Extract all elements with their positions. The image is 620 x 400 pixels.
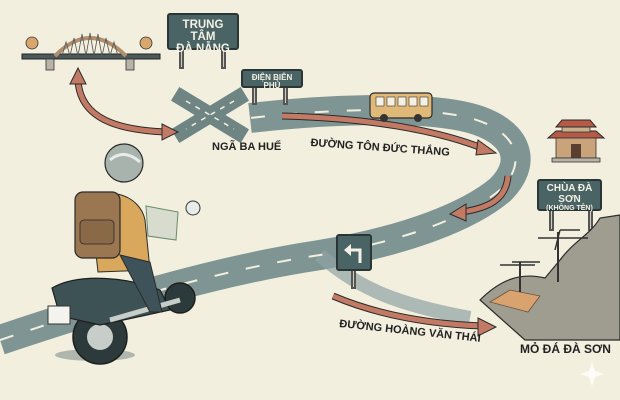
sign-line-2: (KHÔNG TÊN) bbox=[546, 205, 593, 212]
sign-chua-da-son: CHÙA ĐÀ SƠN (KHÔNG TÊN) bbox=[537, 179, 602, 212]
intersection-icon bbox=[171, 87, 249, 143]
label-mo-da-da-son: MỎ ĐÁ ĐÀ SƠN bbox=[520, 342, 611, 356]
dragon-bridge-icon bbox=[21, 32, 161, 71]
sparkle-icon bbox=[580, 362, 604, 386]
pagoda-icon bbox=[546, 119, 606, 163]
route-arrow bbox=[448, 175, 512, 222]
label-nga-ba-hue: NGÃ BA HUẾ bbox=[212, 141, 282, 153]
bus-icon bbox=[369, 92, 433, 122]
turn-left-sign bbox=[336, 234, 372, 271]
quarry-icon bbox=[479, 214, 620, 341]
route-arrow bbox=[331, 292, 498, 337]
route-arrow bbox=[281, 112, 498, 156]
sign-line-1: CHÙA ĐÀ SƠN bbox=[546, 183, 593, 205]
route-arrow bbox=[69, 66, 180, 141]
sign-text: ĐIỆN BIÊN PHỦ bbox=[251, 73, 293, 91]
motorbike-rider-icon bbox=[47, 143, 201, 365]
sign-line-1: TRUNG TÂM bbox=[182, 19, 224, 44]
sign-line-2: ĐÀ NẴNG bbox=[176, 43, 230, 56]
sign-trung-tam-da-nang: TRUNG TÂM ĐÀ NẴNG bbox=[167, 13, 239, 55]
sign-dien-bien-phu: ĐIỆN BIÊN PHỦ bbox=[241, 69, 303, 91]
turn-left-arrow-icon bbox=[344, 244, 362, 263]
